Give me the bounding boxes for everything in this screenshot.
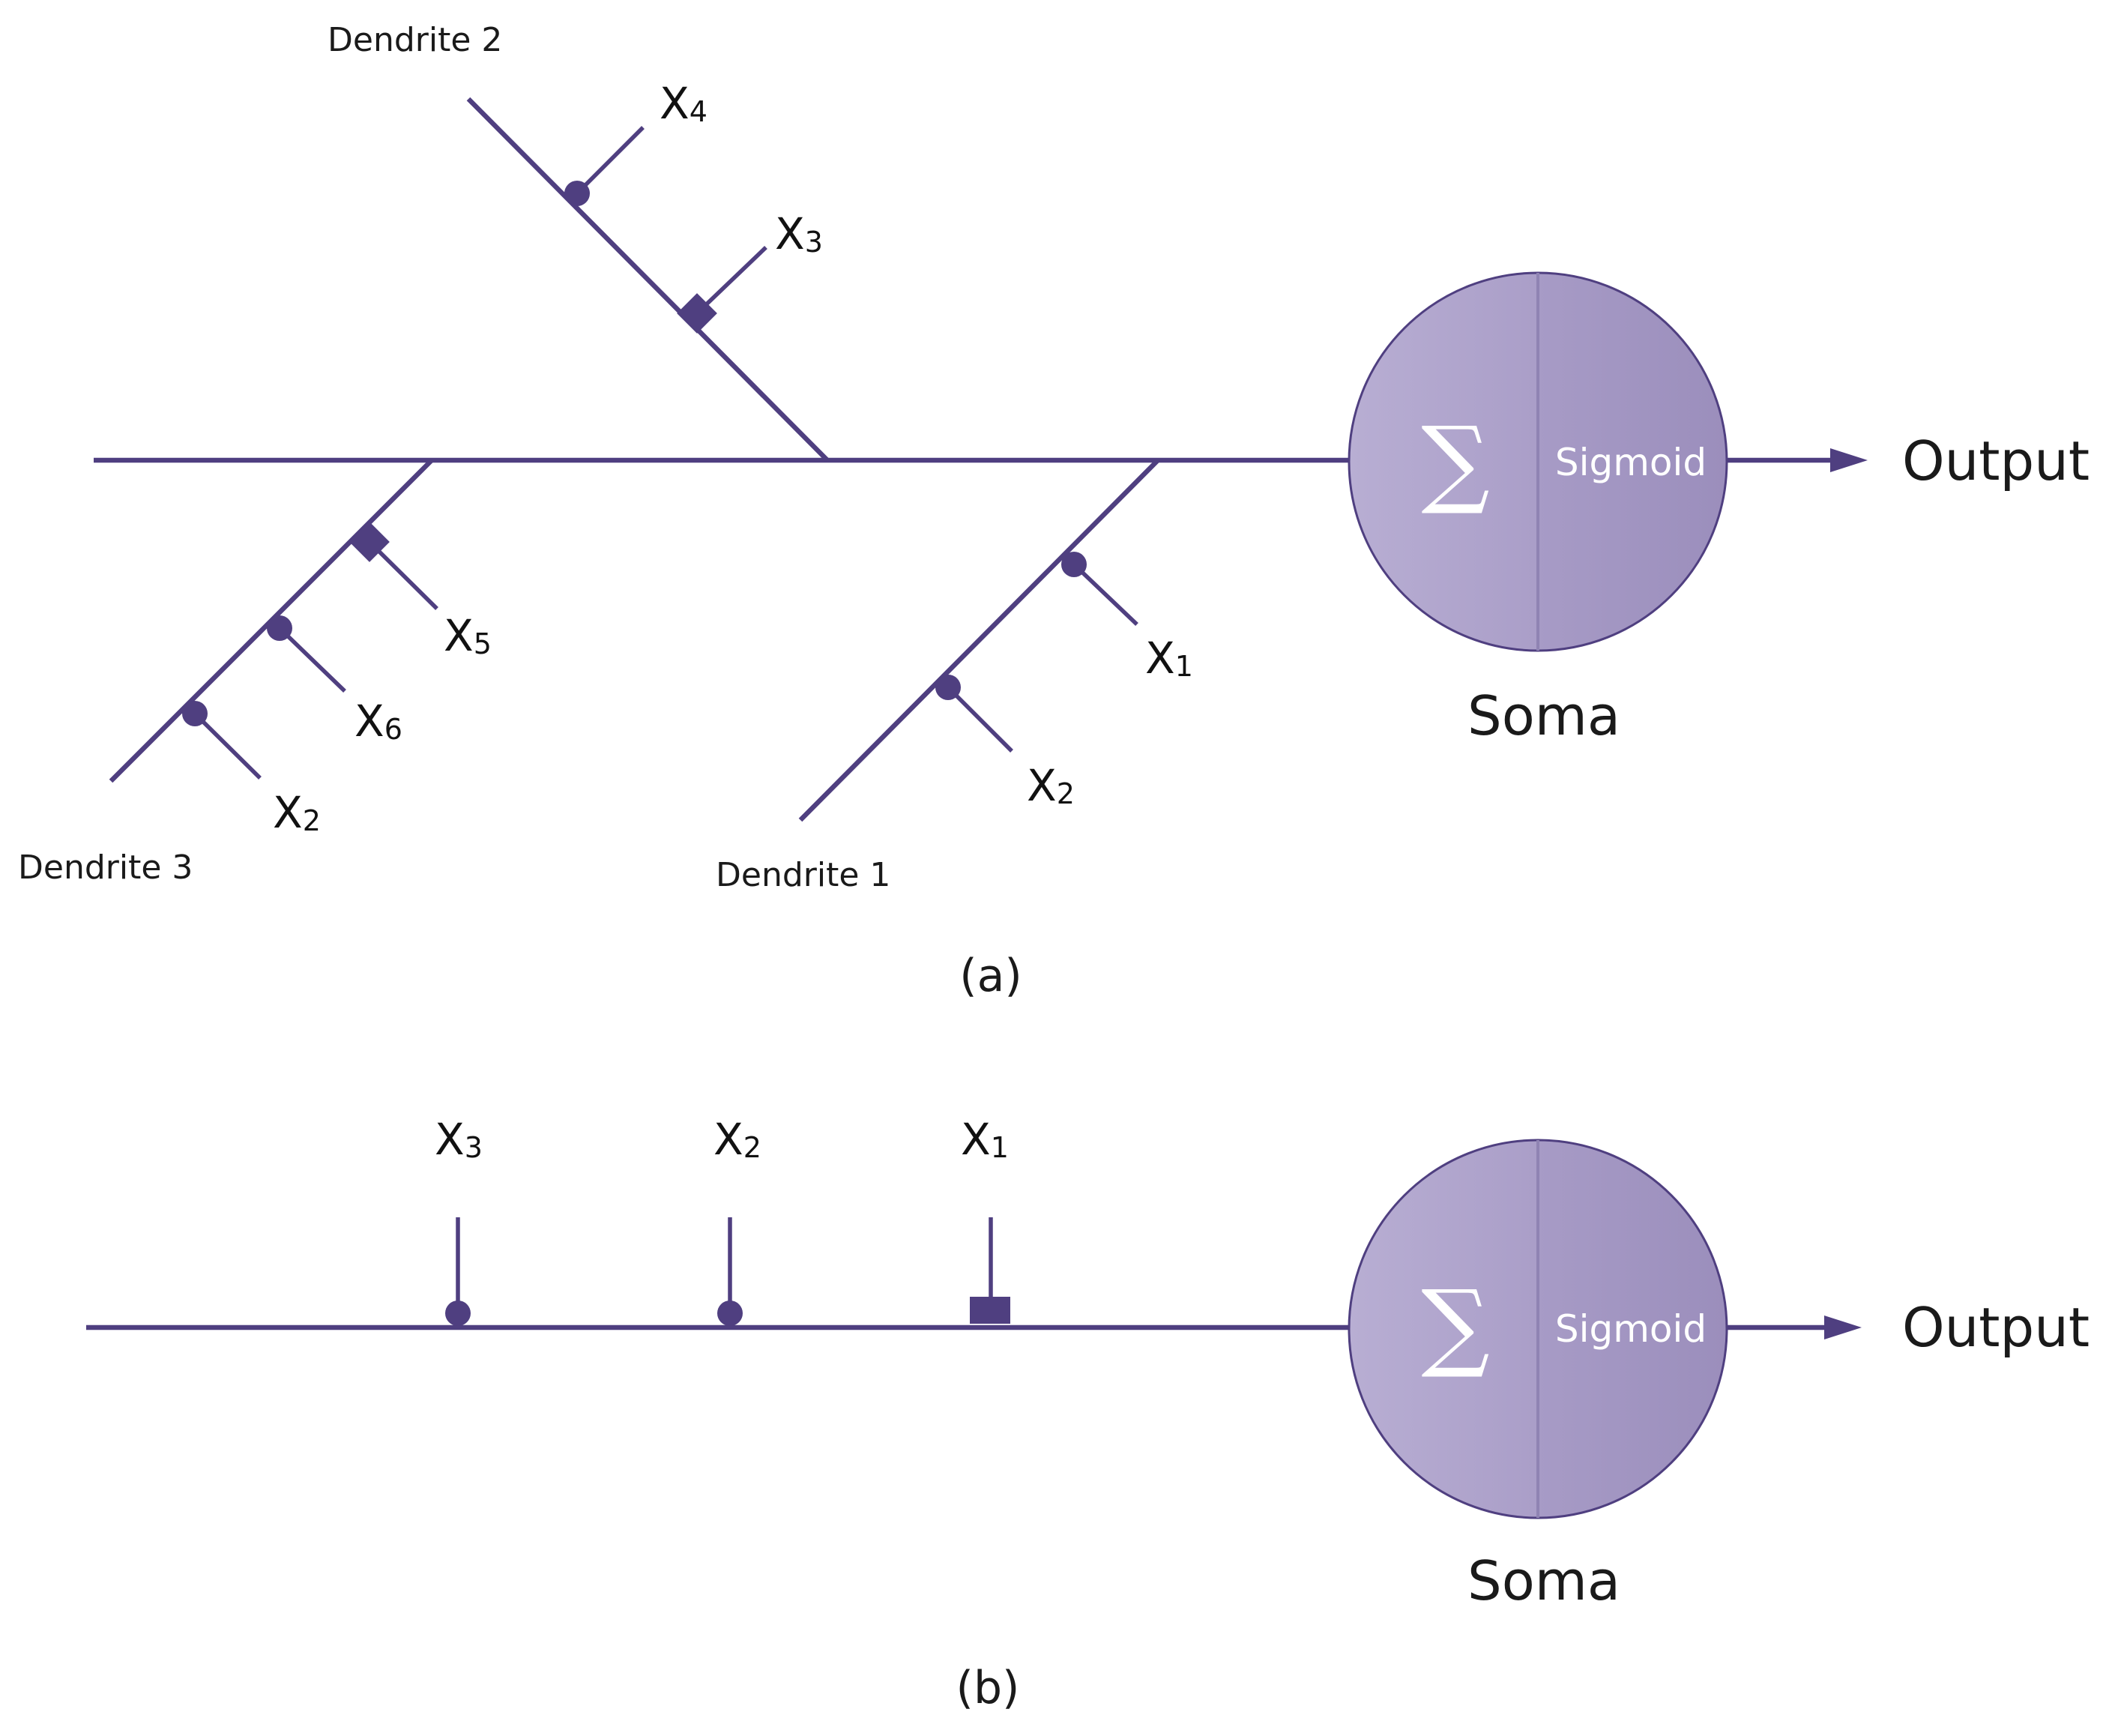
output-arrow [1727,448,1868,472]
synapse-square [970,1297,1010,1324]
input-label: X2 [273,787,321,838]
dendrite-3-label: Dendrite 3 [18,849,193,887]
soma: ∑ Sigmoid [1348,1139,1728,1519]
soma: ∑ Sigmoid [1348,271,1728,652]
sum-symbol: ∑ [1421,1270,1489,1381]
synapse-dot [564,181,590,206]
synapse-stem [1072,563,1138,626]
dendrite-branch [798,458,1160,822]
panel-a-caption: (a) [959,950,1022,1002]
soma-label: Soma [1467,1549,1620,1612]
panel-b-caption: (b) [956,1662,1020,1714]
synapse-dot [717,1301,743,1326]
panel-a: ∑ Sigmoid Output Soma Dendrite 2 Dendrit… [18,21,2090,1002]
output-label: Output [1902,1296,2090,1359]
synapse-stem [696,246,767,315]
input-label: X3 [435,1114,483,1165]
input-label: X2 [1027,760,1075,811]
synapse-dot [182,701,208,726]
dendrite-branch [466,97,830,462]
activation-label: Sigmoid [1555,1307,1707,1351]
sum-symbol: ∑ [1421,406,1489,518]
soma-label: Soma [1467,684,1620,747]
synapse-dot [267,615,292,641]
output-arrow [1727,1315,1862,1339]
input-label: X2 [713,1114,761,1165]
dendrite-1 [798,458,1160,822]
input-label: X3 [775,208,823,259]
dendrite-1-label: Dendrite 1 [716,856,890,894]
synapse-stem [947,686,1013,753]
dendrite-2 [466,97,830,462]
panel-b: ∑ Sigmoid Output Soma X3 X2 X1 (b) [86,1114,2090,1714]
dendrite-2-label: Dendrite 2 [328,21,502,59]
synapse-stem [576,126,645,195]
dendrite-3 [109,458,438,783]
synapse-stem [368,540,438,610]
output-label: Output [1902,430,2090,492]
input-label: X6 [354,696,402,747]
input-label: X4 [660,78,707,129]
arrow-head [1824,1315,1862,1339]
input-label: X1 [1145,633,1193,684]
synapse-dot [935,675,961,700]
synapse-stem [278,627,346,693]
arrow-head [1830,448,1868,472]
synapse-stem [193,712,262,780]
input-label: X5 [444,610,492,661]
synapse-dot [1061,552,1087,577]
input-label: X1 [961,1114,1009,1165]
activation-label: Sigmoid [1555,441,1707,484]
synapse-dot [445,1301,471,1326]
